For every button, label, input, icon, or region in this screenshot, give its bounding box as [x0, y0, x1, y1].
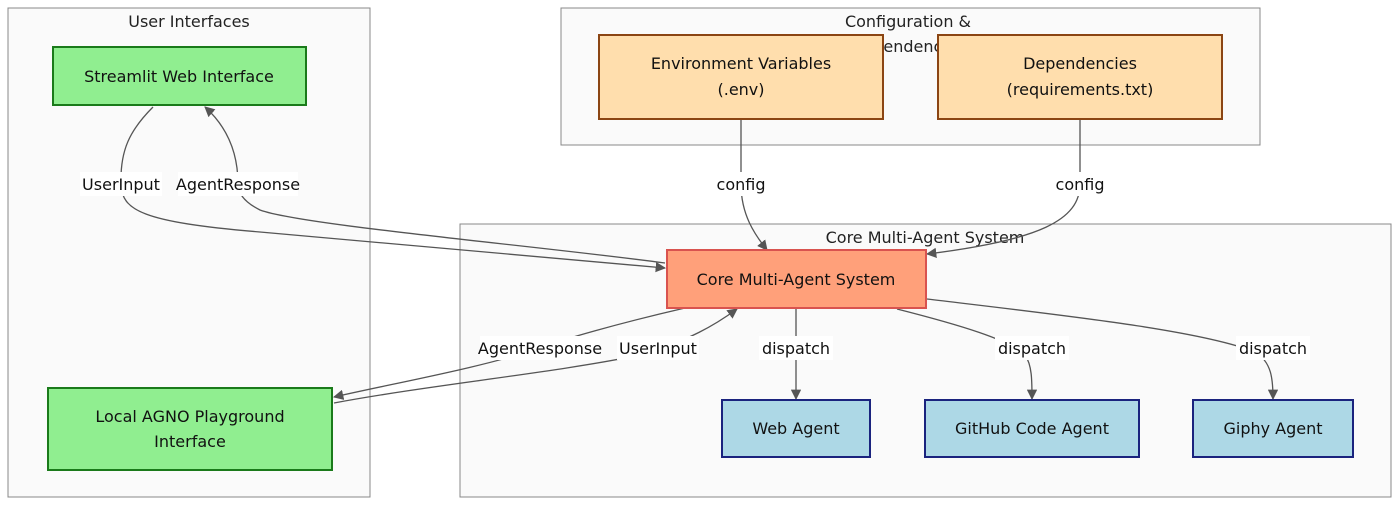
edge-label-dispatch-github: dispatch [998, 339, 1066, 358]
node-dependencies[interactable]: Dependencies (requirements.txt) [937, 34, 1223, 120]
node-playground-label-line2: Interface [154, 432, 226, 451]
node-streamlit-web-interface[interactable]: Streamlit Web Interface [52, 46, 307, 106]
cluster-core-system-title: Core Multi-Agent System [826, 228, 1025, 247]
node-web-agent-label: Web Agent [752, 419, 839, 438]
edge-label-env-config: config [717, 175, 766, 194]
node-environment-variables[interactable]: Environment Variables (.env) [598, 34, 884, 120]
node-core-label: Core Multi-Agent System [697, 270, 896, 289]
edge-label-streamlit-agentresponse: AgentResponse [176, 175, 300, 194]
edge-label-playground-userinput: UserInput [619, 339, 697, 358]
node-deps-label-line2: (requirements.txt) [1007, 80, 1154, 99]
node-web-agent[interactable]: Web Agent [721, 399, 871, 458]
node-core-multi-agent-system[interactable]: Core Multi-Agent System [666, 249, 927, 309]
edge-label-deps-config: config [1056, 175, 1105, 194]
edge-label-streamlit-userinput: UserInput [82, 175, 160, 194]
edge-labels: UserInput AgentResponse config config Ag… [80, 172, 1310, 360]
edge-label-playground-agentresponse: AgentResponse [478, 339, 602, 358]
node-local-agno-playground[interactable]: Local AGNO Playground Interface [47, 387, 333, 471]
edge-streamlit-agentresponse [204, 106, 666, 264]
edge-label-dispatch-giphy: dispatch [1239, 339, 1307, 358]
node-github-code-agent[interactable]: GitHub Code Agent [924, 399, 1140, 458]
edge-label-dispatch-web: dispatch [762, 339, 830, 358]
edge-playground-userinput [333, 308, 738, 404]
cluster-configuration-title: Configuration & [845, 12, 971, 31]
node-env-label-line1: Environment Variables [651, 54, 831, 73]
edge-dispatch-giphy [926, 298, 1279, 401]
edge-streamlit-userinput [120, 106, 667, 273]
node-giphy-agent[interactable]: Giphy Agent [1192, 399, 1354, 458]
node-playground-label-line1: Local AGNO Playground [95, 407, 284, 426]
cluster-user-interfaces-title: User Interfaces [128, 12, 250, 31]
node-streamlit-label: Streamlit Web Interface [84, 67, 274, 86]
node-giphy-agent-label: Giphy Agent [1223, 419, 1322, 438]
node-env-label-line2: (.env) [717, 80, 764, 99]
node-deps-label-line1: Dependencies [1023, 54, 1137, 73]
node-github-agent-label: GitHub Code Agent [955, 419, 1109, 438]
